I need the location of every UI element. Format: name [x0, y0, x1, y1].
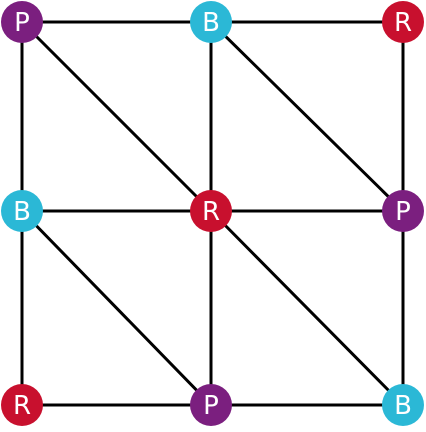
node-n22: B: [382, 384, 424, 426]
node-n01: B: [190, 1, 232, 43]
edge-n11-n22: [209, 209, 405, 407]
node-circle: [1, 384, 43, 426]
node-label: P: [203, 391, 219, 421]
edge-n01-n12: [209, 20, 405, 213]
node-circle: [382, 384, 424, 426]
node-n10: B: [1, 190, 43, 232]
node-circle: [1, 1, 43, 43]
node-label: B: [394, 391, 412, 421]
node-circle: [190, 190, 232, 232]
node-circle: [382, 190, 424, 232]
node-circle: [190, 1, 232, 43]
node-label: R: [13, 391, 31, 421]
node-n00: P: [1, 1, 43, 43]
node-n20: R: [1, 384, 43, 426]
edges-layer: [20, 20, 405, 407]
edge-n00-n11: [20, 20, 213, 213]
node-label: R: [202, 197, 220, 227]
node-n12: P: [382, 190, 424, 232]
node-circle: [1, 190, 43, 232]
node-circle: [382, 1, 424, 43]
node-n02: R: [382, 1, 424, 43]
nodes-layer: P B R B R P R P B: [1, 1, 424, 426]
node-label: P: [14, 8, 30, 38]
edge-n10-n21: [20, 209, 213, 407]
node-label: R: [394, 8, 412, 38]
node-n11: R: [190, 190, 232, 232]
node-circle: [190, 384, 232, 426]
node-n21: P: [190, 384, 232, 426]
node-label: P: [395, 197, 411, 227]
node-label: B: [202, 8, 220, 38]
node-label: B: [13, 197, 31, 227]
